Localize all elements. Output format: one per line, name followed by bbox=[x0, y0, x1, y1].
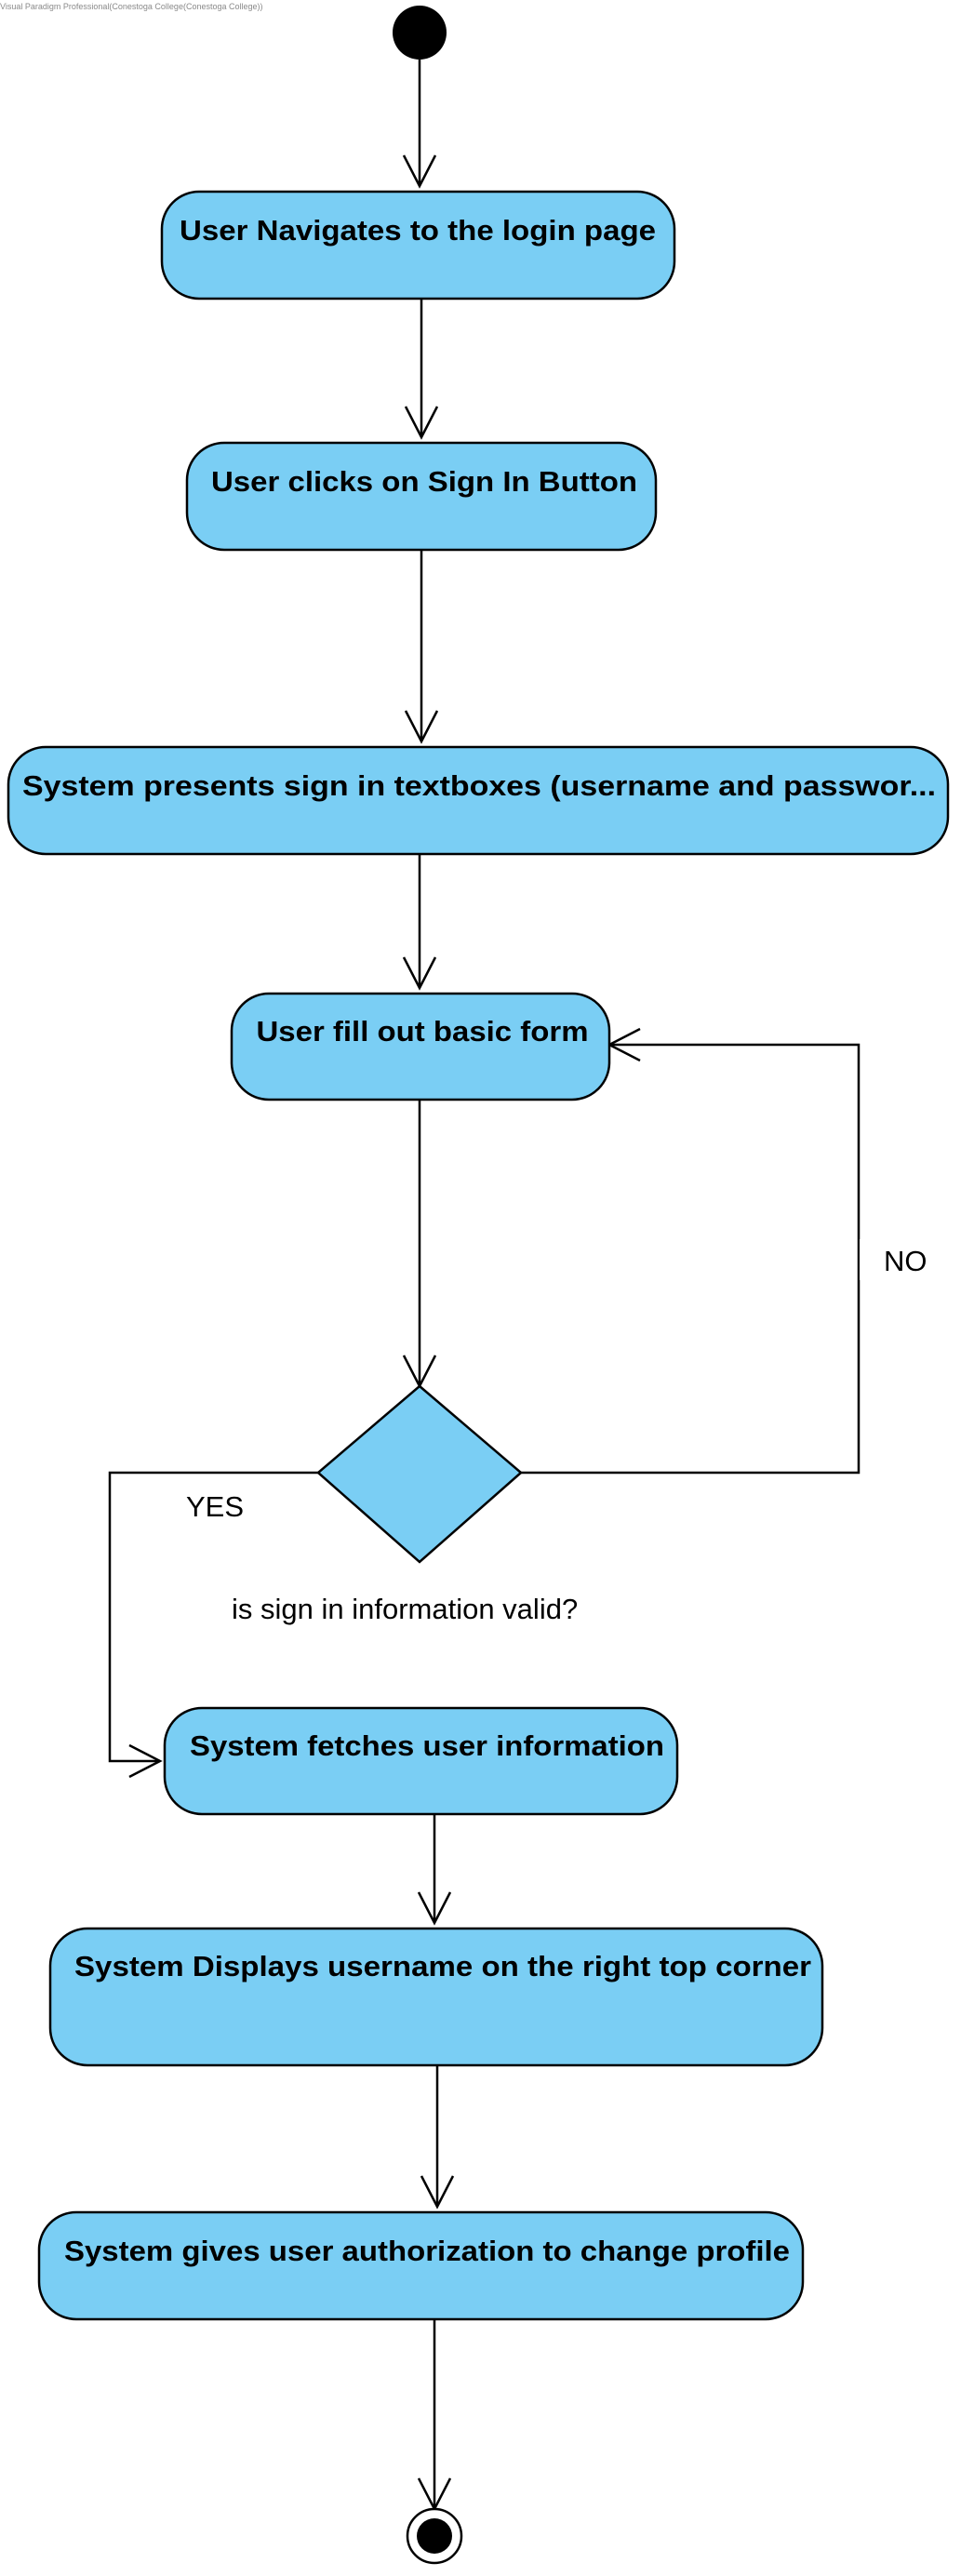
action-click-sign-in-label: User clicks on Sign In Button bbox=[211, 465, 637, 498]
action-authorize-label: System gives user authorization to chang… bbox=[64, 2235, 790, 2267]
control-flows bbox=[108, 60, 861, 2512]
action-present-textboxes: System presents sign in textboxes (usern… bbox=[7, 745, 950, 856]
decision-question-label: is sign in information valid? bbox=[232, 1593, 578, 1625]
action-display-username-label: System Displays username on the right to… bbox=[74, 1950, 811, 1982]
no-label-background bbox=[860, 1239, 934, 1280]
flow-yes-branch bbox=[108, 1471, 318, 1763]
action-present-textboxes-label: System presents sign in textboxes (usern… bbox=[22, 769, 936, 802]
action-display-username: System Displays username on the right to… bbox=[48, 1927, 824, 2067]
arrowhead bbox=[402, 956, 437, 991]
action-navigate: User Navigates to the login page bbox=[160, 190, 676, 300]
action-navigate-label: User Navigates to the login page bbox=[180, 214, 656, 247]
arrowhead bbox=[128, 1743, 163, 1779]
action-fetch-info: System fetches user information bbox=[163, 1706, 679, 1816]
action-fill-form: User fill out basic form bbox=[230, 992, 611, 1101]
action-fetch-info-label: System fetches user information bbox=[190, 1729, 664, 1762]
guard-yes-label: YES bbox=[186, 1490, 244, 1523]
action-authorize: System gives user authorization to chang… bbox=[37, 2210, 805, 2321]
arrowhead bbox=[402, 154, 437, 189]
action-click-sign-in: User clicks on Sign In Button bbox=[185, 441, 658, 552]
arrowhead bbox=[420, 2175, 455, 2209]
initial-node bbox=[393, 6, 447, 60]
arrowhead bbox=[404, 710, 439, 744]
watermark-text: Visual Paradigm Professional(Conestoga C… bbox=[0, 2, 263, 11]
decision-node bbox=[316, 1384, 523, 1564]
arrowhead bbox=[404, 406, 439, 440]
arrowhead bbox=[417, 1891, 452, 1926]
guard-no-label: NO bbox=[884, 1245, 927, 1277]
final-node bbox=[406, 2507, 463, 2565]
flow-no-branch bbox=[521, 1043, 861, 1475]
action-fill-form-label: User fill out basic form bbox=[257, 1015, 589, 1048]
